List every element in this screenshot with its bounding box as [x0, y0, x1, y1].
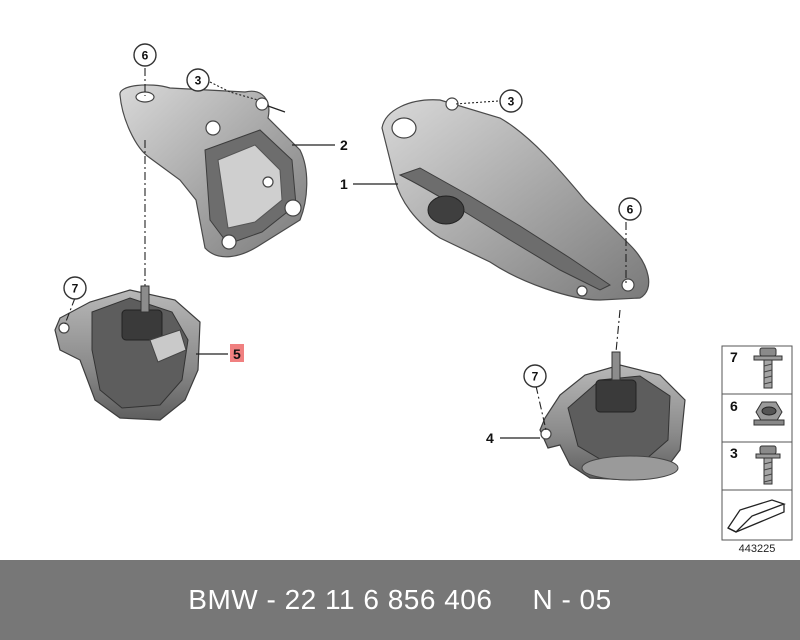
- axis-line-mount-left: [64, 297, 76, 325]
- leader-3-top: [209, 81, 259, 101]
- hex-nut-icon: [753, 401, 785, 426]
- svg-text:3: 3: [195, 74, 202, 88]
- svg-text:7: 7: [532, 370, 539, 384]
- callout-6-right: 6: [618, 197, 642, 221]
- callout-6-top: 6: [133, 43, 157, 67]
- callout-7-left: 7: [63, 276, 87, 300]
- ref-number-1: 1: [340, 176, 348, 192]
- leader-3-right: [454, 100, 499, 105]
- ref-number-2: 2: [340, 137, 348, 153]
- legend-number-6: 6: [730, 398, 738, 414]
- svg-text:6: 6: [627, 203, 634, 217]
- part-code: BMW - 22 11 6 856 406: [188, 584, 493, 615]
- engine-bracket-right: [381, 97, 650, 301]
- arrow-symbol-icon: [727, 499, 786, 533]
- leader-3-top-b: [267, 105, 286, 113]
- illustration-number: 443225: [739, 543, 776, 555]
- fastener-legend: 7 6 3 443225: [721, 345, 793, 555]
- svg-text:3: 3: [508, 95, 515, 109]
- part-note: N - 05: [532, 584, 612, 615]
- parts-diagram: 6 3 7 3 6 7 2 1 5 4 7 6: [54, 43, 793, 555]
- ref-number-4: 4: [486, 430, 494, 446]
- callout-3-right: 3: [499, 89, 523, 113]
- screw-icon: [755, 445, 781, 485]
- bolt-icon: [753, 347, 783, 389]
- svg-text:6: 6: [142, 49, 149, 63]
- legend-number-7: 7: [730, 349, 738, 365]
- ref-number-5: 5: [233, 346, 241, 362]
- callout-7-bottom: 7: [523, 364, 547, 388]
- part-number-footer: BMW - 22 11 6 856 406 N - 05: [0, 560, 800, 640]
- engine-mount-right: [539, 351, 686, 481]
- engine-bracket-left: [119, 84, 308, 258]
- axis-line-right-lower: [615, 309, 621, 353]
- svg-text:7: 7: [72, 282, 79, 296]
- ref-highlight-5: [230, 344, 244, 362]
- callout-3-top: 3: [186, 68, 210, 92]
- axis-line-mount-right: [535, 385, 547, 431]
- engine-mount-left: [54, 285, 201, 421]
- legend-number-3: 3: [730, 445, 738, 461]
